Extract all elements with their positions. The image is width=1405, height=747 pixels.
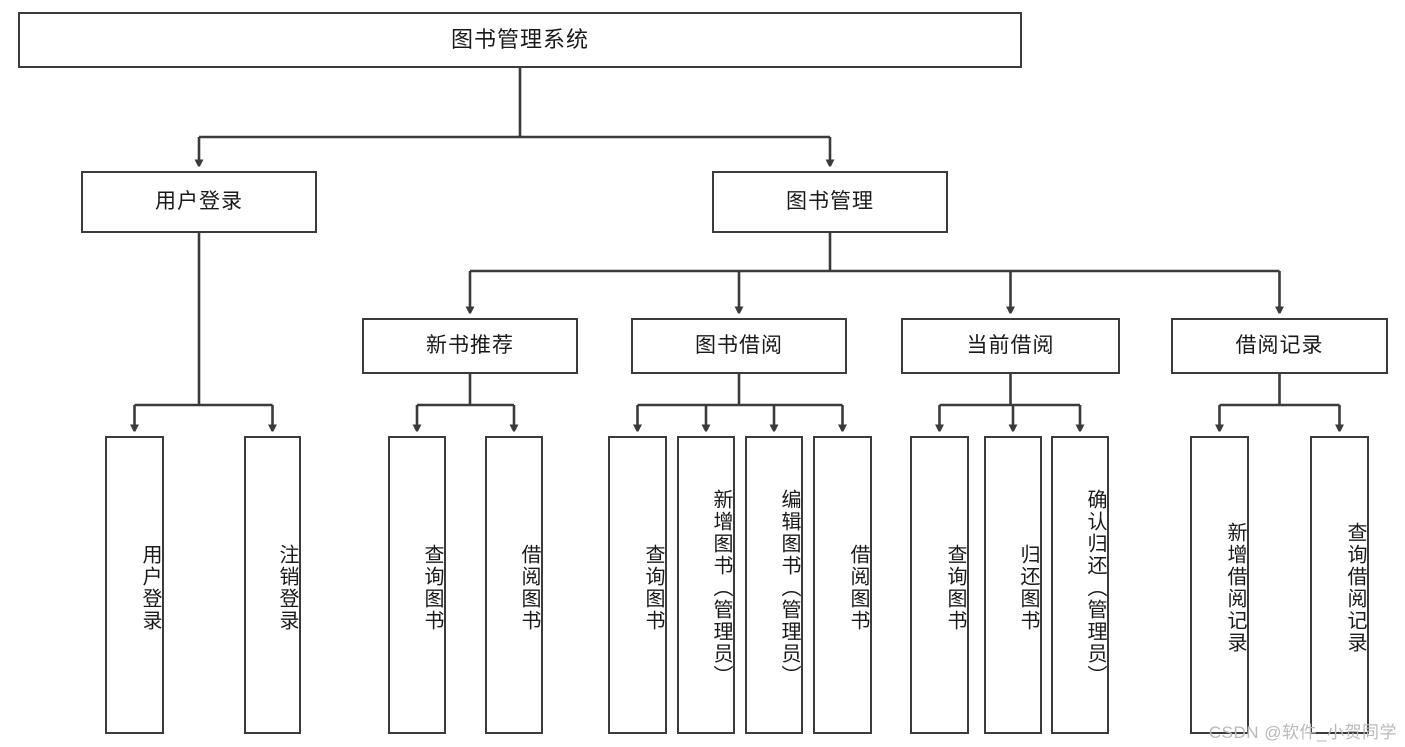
node-label: 借阅记录 xyxy=(1235,334,1324,358)
node-leaf-9[interactable]: 归还图书 xyxy=(984,436,1042,734)
node-label: 用户登录 xyxy=(139,544,161,632)
node-leaf-4[interactable]: 查询图书 xyxy=(608,436,667,734)
node-label: 查询借阅记录 xyxy=(1344,522,1366,654)
node-label: 借阅图书 xyxy=(518,544,540,632)
node-l2-1[interactable]: 图书管理 xyxy=(712,171,948,233)
node-l2-0[interactable]: 用户登录 xyxy=(81,171,317,233)
node-l3-1[interactable]: 图书借阅 xyxy=(631,318,847,374)
node-leaf-7[interactable]: 借阅图书 xyxy=(813,436,872,734)
node-leaf-3[interactable]: 借阅图书 xyxy=(485,436,543,734)
node-l3-2[interactable]: 当前借阅 xyxy=(901,318,1120,374)
node-l3-0[interactable]: 新书推荐 xyxy=(362,318,578,374)
node-leaf-6[interactable]: 编辑图书（管理员） xyxy=(745,436,803,734)
node-label: 查询图书 xyxy=(421,544,443,632)
node-label: 归还图书 xyxy=(1017,544,1039,632)
node-leaf-1[interactable]: 注销登录 xyxy=(244,436,301,734)
node-leaf-5[interactable]: 新增图书（管理员） xyxy=(677,436,735,734)
node-leaf-2[interactable]: 查询图书 xyxy=(388,436,446,734)
node-leaf-10[interactable]: 确认归还（管理员） xyxy=(1051,436,1109,734)
node-leaf-12[interactable]: 查询借阅记录 xyxy=(1310,436,1369,734)
node-label: 当前借阅 xyxy=(966,334,1055,358)
node-label: 查询图书 xyxy=(944,544,966,632)
node-label: 新增借阅记录 xyxy=(1224,522,1246,654)
node-label: 新增图书（管理员） xyxy=(710,489,732,687)
node-label: 注销登录 xyxy=(276,544,298,632)
node-leaf-11[interactable]: 新增借阅记录 xyxy=(1190,436,1249,734)
node-label: 图书借阅 xyxy=(695,334,783,358)
node-leaf-0[interactable]: 用户登录 xyxy=(105,436,164,734)
node-label: 确认归还（管理员） xyxy=(1084,489,1106,687)
node-leaf-8[interactable]: 查询图书 xyxy=(910,436,969,734)
node-root[interactable]: 图书管理系统 xyxy=(18,12,1022,68)
node-l3-3[interactable]: 借阅记录 xyxy=(1171,318,1388,374)
node-label: 图书管理系统 xyxy=(450,26,589,52)
node-label: 借阅图书 xyxy=(847,544,869,632)
node-label: 编辑图书（管理员） xyxy=(778,489,800,687)
watermark: CSDN @软件_小贺同学 xyxy=(1208,723,1397,742)
node-label: 查询图书 xyxy=(642,544,664,632)
node-label: 新书推荐 xyxy=(426,334,514,358)
node-label: 用户登录 xyxy=(155,190,243,214)
node-label: 图书管理 xyxy=(786,190,874,214)
